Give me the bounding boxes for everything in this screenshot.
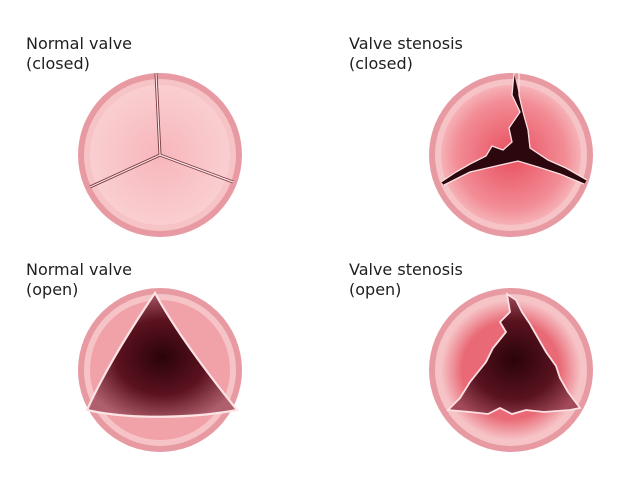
caption-line1: Valve stenosis	[349, 260, 463, 279]
caption-normal-open: Normal valve (open)	[26, 260, 132, 300]
caption-stenosis-closed: Valve stenosis (closed)	[349, 34, 463, 74]
stenotic-commissures	[440, 72, 588, 186]
caption-line2: (closed)	[349, 54, 413, 73]
caption-line1: Normal valve	[26, 260, 133, 279]
valve-opening	[85, 290, 240, 418]
caption-line1: Normal valve	[26, 34, 133, 53]
caption-line2: (closed)	[26, 54, 90, 73]
caption-stenosis-open: Valve stenosis (open)	[349, 260, 463, 300]
valve-opening	[446, 292, 582, 415]
caption-line2: (open)	[26, 280, 79, 299]
caption-line2: (open)	[349, 280, 402, 299]
caption-normal-closed: Normal valve (closed)	[26, 34, 132, 74]
caption-line1: Valve stenosis	[349, 34, 463, 53]
